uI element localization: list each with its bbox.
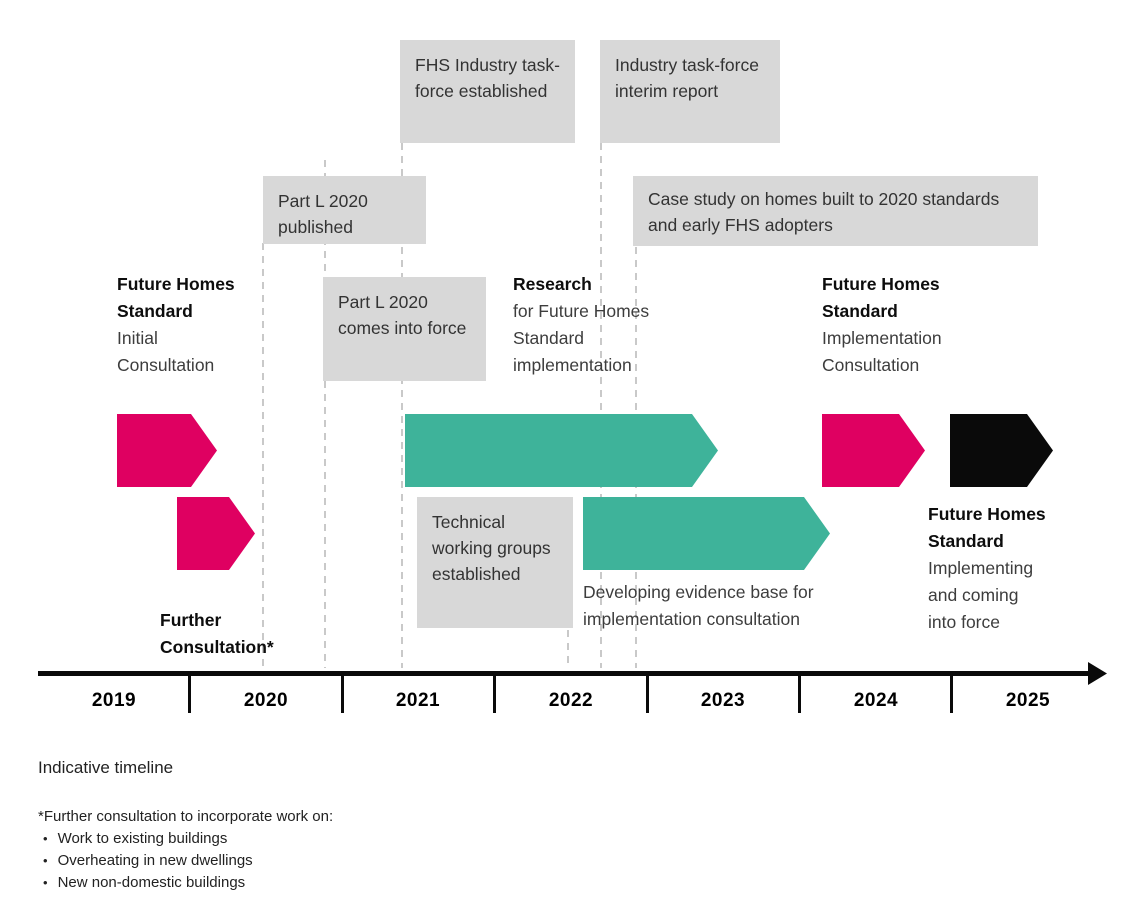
event-box-interim-report-text: Industry task-force interim report <box>615 55 759 101</box>
arrow-research <box>405 414 718 487</box>
label-implementation-consultation-bold: Future Homes Standard <box>822 274 940 321</box>
caption-indicative-timeline: Indicative timeline <box>38 758 174 777</box>
axis-tick <box>798 671 801 713</box>
label-implementing-regular: Implementing and coming into force <box>928 558 1034 632</box>
event-box-partl-force-text: Part L 2020 comes into force <box>338 292 467 338</box>
event-box-case-study: Case study on homes built to 2020 standa… <box>633 176 1038 246</box>
leader-line-interim-report <box>600 143 602 668</box>
footnote-title: *Further consultation to incorporate wor… <box>38 808 334 825</box>
bullet-icon: • <box>43 853 48 868</box>
footnote-bullet-3-text: New non-domestic buildings <box>57 874 246 891</box>
label-initial-consultation-regular: Initial Consultation <box>117 328 215 375</box>
arrow-implementation-consultation <box>822 414 925 487</box>
label-implementing: Future Homes Standard Implementing and c… <box>928 501 1048 636</box>
leader-line-fhs-taskforce <box>401 143 403 668</box>
year-label-2020: 2020 <box>243 690 289 711</box>
axis-arrowhead-icon <box>1088 662 1107 685</box>
label-implementation-consultation-regular: Implementation Consultation <box>822 328 942 375</box>
axis-tick <box>950 671 953 713</box>
axis-tick <box>646 671 649 713</box>
arrow-developing-evidence <box>583 497 830 570</box>
label-further-consultation-bold: Further Consultation* <box>160 610 274 657</box>
event-box-twg-text: Technical working groups established <box>432 512 551 584</box>
footnote-bullet-2: • Overheating in new dwellings <box>38 850 458 872</box>
event-box-twg: Technical working groups established <box>417 497 573 628</box>
axis-tick <box>188 671 191 713</box>
footnote-bullet-3: • New non-domestic buildings <box>38 872 458 894</box>
axis-line <box>38 671 1090 676</box>
year-label-2021: 2021 <box>395 690 441 711</box>
label-developing-evidence: Developing evidence base for implementat… <box>583 579 838 633</box>
event-box-partl-published-text: Part L 2020 published <box>278 191 368 237</box>
axis-tick <box>341 671 344 713</box>
label-developing-evidence-regular: Developing evidence base for implementat… <box>583 582 814 629</box>
event-box-partl-published: Part L 2020 published <box>263 176 426 244</box>
year-label-2024: 2024 <box>853 690 899 711</box>
arrow-initial-consultation <box>117 414 217 487</box>
axis-tick <box>493 671 496 713</box>
event-box-fhs-taskforce-text: FHS Industry task-force established <box>415 55 560 101</box>
event-box-partl-force: Part L 2020 comes into force <box>323 277 486 381</box>
footnote: *Further consultation to incorporate wor… <box>38 806 458 894</box>
footnote-bullet-1: • Work to existing buildings <box>38 828 458 850</box>
event-box-interim-report: Industry task-force interim report <box>600 40 780 143</box>
arrow-implementing <box>950 414 1053 487</box>
event-box-case-study-text: Case study on homes built to 2020 standa… <box>648 189 1000 235</box>
bullet-icon: • <box>43 875 48 890</box>
leader-line-partl-published <box>262 243 264 668</box>
label-research-regular: for Future Homes Standard implementation <box>513 301 650 375</box>
year-label-2022: 2022 <box>548 690 594 711</box>
leader-line-partl-force <box>324 160 326 668</box>
label-further-consultation: Further Consultation* <box>160 607 295 661</box>
year-label-2025: 2025 <box>1005 690 1051 711</box>
footnote-bullet-2-text: Overheating in new dwellings <box>57 852 253 869</box>
leader-line-twg <box>567 630 569 668</box>
label-research-bold: Research <box>513 274 592 294</box>
label-implementing-bold: Future Homes Standard <box>928 504 1046 551</box>
bullet-icon: • <box>43 831 48 846</box>
arrow-further-consultation <box>177 497 255 570</box>
label-initial-consultation: Future Homes Standard Initial Consultati… <box>117 271 235 379</box>
year-label-2019: 2019 <box>91 690 137 711</box>
year-label-2023: 2023 <box>700 690 746 711</box>
label-initial-consultation-bold: Future Homes Standard <box>117 274 235 321</box>
footnote-bullet-1-text: Work to existing buildings <box>57 830 228 847</box>
label-implementation-consultation: Future Homes Standard Implementation Con… <box>822 271 962 379</box>
event-box-fhs-taskforce: FHS Industry task-force established <box>400 40 575 143</box>
label-research: Research for Future Homes Standard imple… <box>513 271 675 379</box>
